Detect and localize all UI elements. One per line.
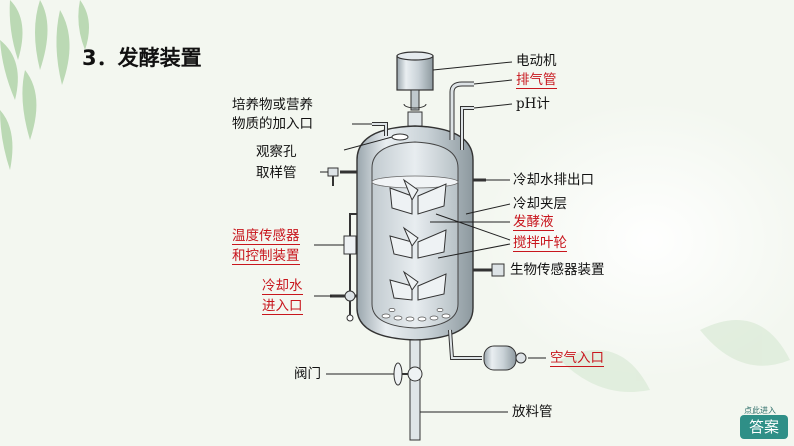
answer-hint: 点此进入 bbox=[744, 406, 776, 415]
label-coolant-in-line1: 冷却水 bbox=[262, 278, 303, 295]
bio-sensor bbox=[473, 263, 505, 277]
air-inlet bbox=[448, 329, 527, 371]
motor bbox=[396, 51, 434, 127]
impellers bbox=[389, 178, 447, 301]
willow-leaves bbox=[0, 0, 89, 170]
label-feed-line2: 物质的加入口 bbox=[232, 116, 313, 132]
label-air-in: 空气入口 bbox=[550, 350, 604, 367]
temperature-sensor bbox=[343, 213, 357, 292]
label-coolant-in-line2: 进入口 bbox=[262, 298, 303, 315]
label-bio-sensor: 生物传感器装置 bbox=[510, 262, 605, 278]
leaf-right bbox=[560, 320, 790, 392]
observation-hole bbox=[391, 133, 409, 141]
label-window: 观察孔 bbox=[256, 144, 297, 160]
label-sampling: 取样管 bbox=[256, 165, 297, 181]
page-title: 3．发酵装置 bbox=[82, 46, 202, 70]
label-valve: 阀门 bbox=[294, 366, 321, 382]
label-feed-line1: 培养物或营养 bbox=[232, 97, 313, 113]
label-broth: 发酵液 bbox=[513, 214, 554, 231]
label-discharge: 放料管 bbox=[512, 404, 553, 420]
label-coolant-out: 冷却水排出口 bbox=[513, 172, 594, 188]
label-ph: pH计 bbox=[516, 96, 550, 112]
fermenter-vessel bbox=[356, 125, 474, 341]
valve-handle bbox=[393, 362, 403, 386]
label-exhaust: 排气管 bbox=[516, 72, 557, 89]
sampling-tube bbox=[327, 167, 357, 186]
leader-lines bbox=[314, 61, 546, 413]
coolant-inlet bbox=[330, 290, 357, 322]
label-impeller: 搅拌叶轮 bbox=[513, 235, 567, 252]
exhaust-pipe bbox=[450, 82, 474, 140]
answer-button[interactable]: 答案 bbox=[740, 415, 788, 439]
label-motor: 电动机 bbox=[516, 53, 557, 69]
discharge-pipe bbox=[393, 339, 423, 441]
label-temp-line1: 温度传感器 bbox=[232, 228, 300, 245]
label-temp-line2: 和控制装置 bbox=[232, 248, 300, 265]
label-jacket: 冷却夹层 bbox=[513, 196, 567, 212]
